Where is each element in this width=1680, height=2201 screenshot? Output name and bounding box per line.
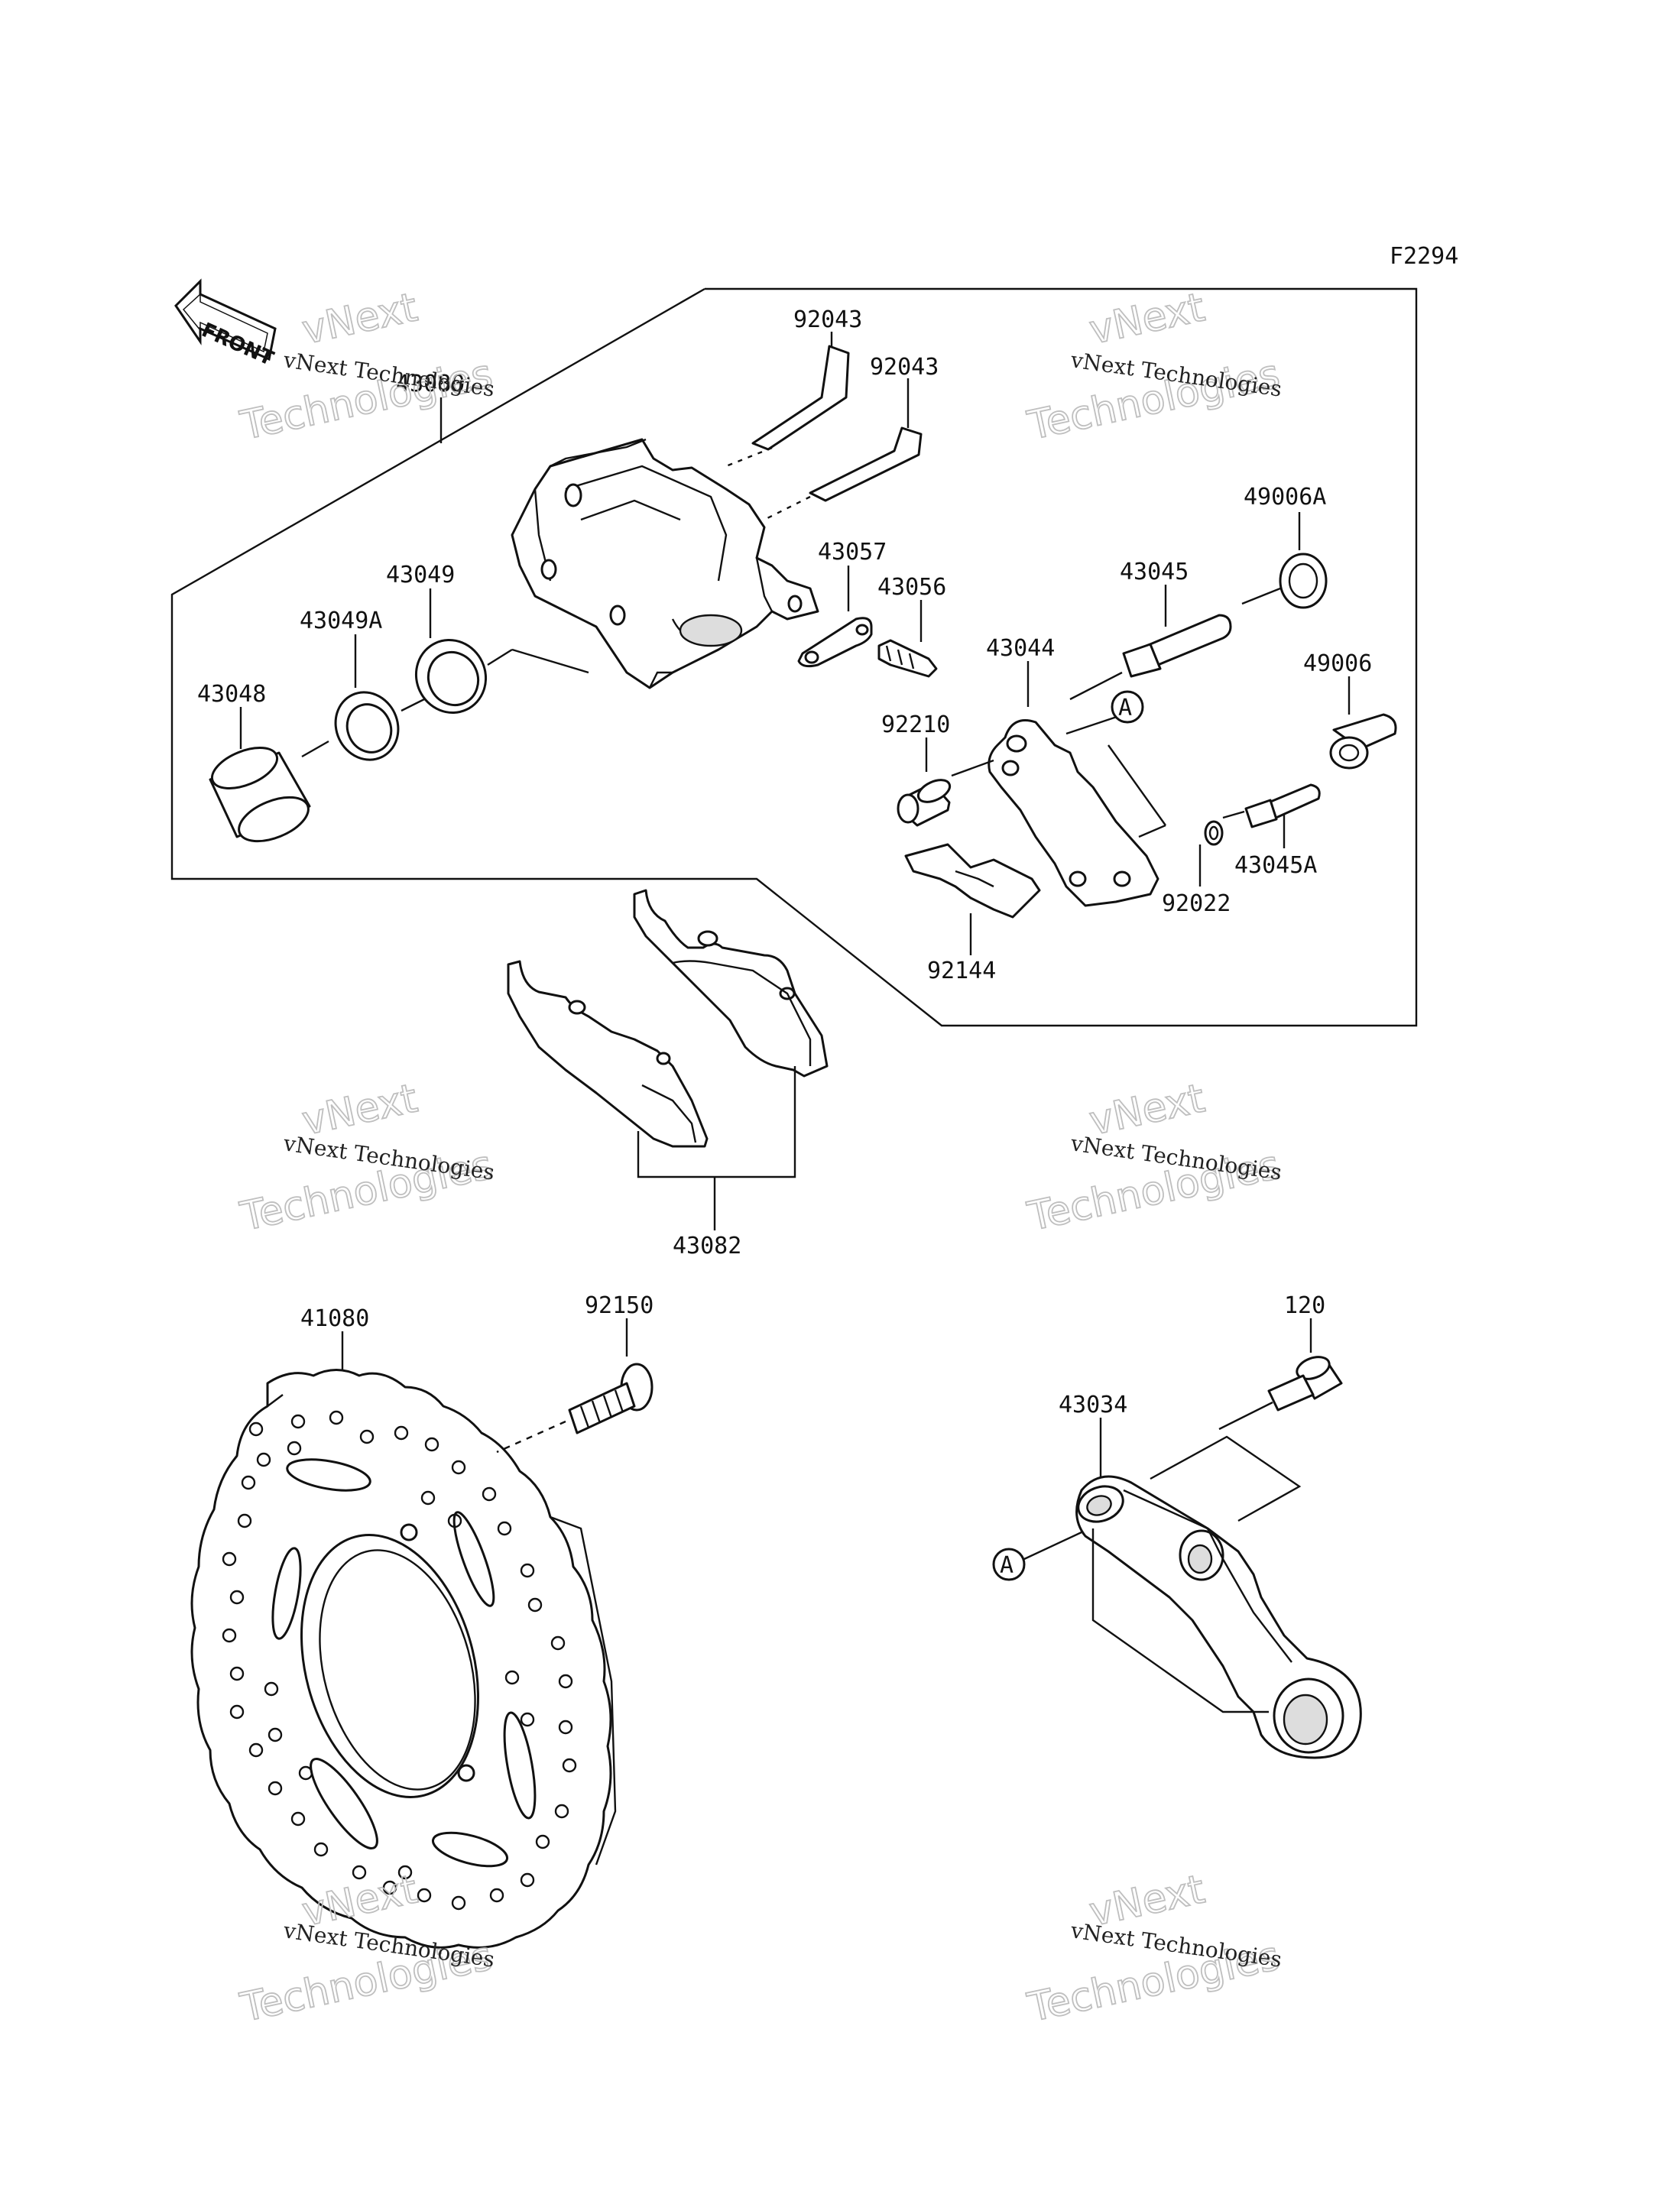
pin-43045 xyxy=(1069,585,1232,701)
seal-43049 xyxy=(414,588,513,714)
front-arrow-icon: FRONT xyxy=(174,278,277,371)
sleeve-92210 xyxy=(897,737,952,827)
cap-43057 xyxy=(797,566,873,668)
label-92043-b: 92043 xyxy=(870,354,939,381)
label-92144: 92144 xyxy=(927,958,996,984)
label-43048: 43048 xyxy=(197,681,266,708)
watermark-bottom-right: vNext Technologies vNext Technologies xyxy=(1023,1866,1284,2032)
svg-text:vNext: vNext xyxy=(1085,284,1208,353)
label-43044: 43044 xyxy=(986,635,1055,662)
label-43049: 43049 xyxy=(386,562,455,588)
brake-disc-41080 xyxy=(190,1331,617,1949)
label-43057: 43057 xyxy=(818,539,887,566)
label-43045: 43045 xyxy=(1120,559,1189,585)
label-43080: 43080 xyxy=(396,371,465,397)
bolt-92150 xyxy=(496,1318,654,1454)
svg-text:vNext: vNext xyxy=(298,284,421,353)
brake-pad-rear xyxy=(507,960,709,1148)
label-43034: 43034 xyxy=(1059,1392,1127,1418)
watermark-top-left: vNext Technologies vNext Technologies xyxy=(235,284,497,450)
pin-43045A xyxy=(1222,783,1321,848)
bolt-92043-a xyxy=(725,332,850,468)
callout-a-top: A xyxy=(1111,690,1144,724)
cap-49006 xyxy=(1329,676,1397,770)
watermark-middle-left: vNext Technologies vNext Technologies xyxy=(235,1075,497,1241)
label-49006A: 49006A xyxy=(1244,484,1326,511)
label-43056: 43056 xyxy=(877,574,946,601)
label-92210: 92210 xyxy=(881,712,950,738)
label-43045A: 43045A xyxy=(1234,852,1317,879)
label-120: 120 xyxy=(1284,1292,1325,1319)
watermark-middle-right: vNext Technologies vNext Technologies xyxy=(1023,1075,1284,1241)
bracket-43044 xyxy=(951,661,1166,907)
bleeder-valve-43056 xyxy=(877,600,938,678)
caliper-body xyxy=(511,438,819,689)
svg-text:A: A xyxy=(1000,1552,1014,1579)
svg-text:A: A xyxy=(1118,695,1132,721)
piston-43048 xyxy=(209,707,329,843)
label-49006: 49006 xyxy=(1303,650,1372,677)
cap-49006A xyxy=(1241,512,1328,609)
link-43034 xyxy=(1075,1418,1362,1759)
assembly-frame xyxy=(170,287,1418,1027)
seal-43049A xyxy=(334,634,425,761)
washer-92022 xyxy=(1198,820,1224,887)
label-43082: 43082 xyxy=(673,1233,741,1259)
label-92022: 92022 xyxy=(1162,890,1231,917)
label-43049A: 43049A xyxy=(300,608,382,634)
label-92150: 92150 xyxy=(585,1292,654,1319)
bolt-120 xyxy=(1218,1318,1343,1431)
label-41080: 41080 xyxy=(300,1305,369,1332)
bolt-92043-b xyxy=(764,378,923,521)
label-92043-a: 92043 xyxy=(793,306,862,333)
spring-92144 xyxy=(904,843,1041,955)
leader-43082 xyxy=(637,1066,796,1178)
callout-a-bottom: A xyxy=(992,1531,1082,1581)
figure-code: F2294 xyxy=(1390,243,1458,270)
brake-pad-front xyxy=(633,889,829,1078)
watermark-top-right: vNext Technologies vNext Technologies xyxy=(1023,284,1284,450)
